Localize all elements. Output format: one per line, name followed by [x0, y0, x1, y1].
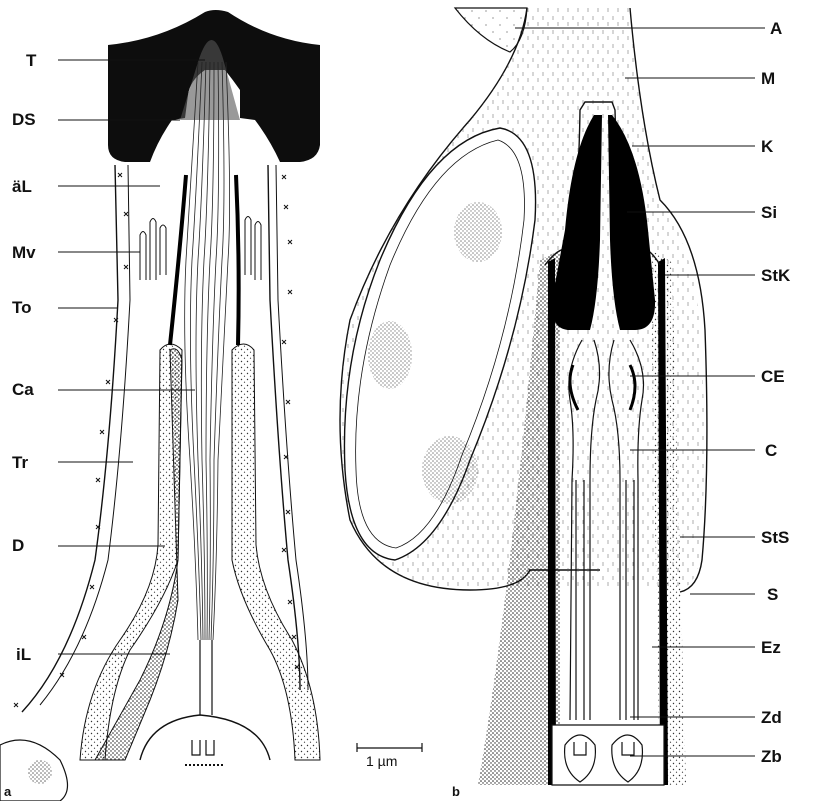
- label-A: A: [770, 20, 782, 37]
- panel-letter-a: a: [4, 785, 11, 798]
- label-StK: StK: [761, 267, 790, 284]
- label-Zd: Zd: [761, 709, 782, 726]
- label-S: S: [767, 586, 778, 603]
- scale-bar-label: 1 µm: [366, 754, 397, 768]
- label-M: M: [761, 70, 775, 87]
- label-Mv: Mv: [12, 244, 36, 261]
- panel-a-drawing: [0, 10, 320, 801]
- label-Ca: Ca: [12, 381, 34, 398]
- label-C: C: [765, 442, 777, 459]
- left-black-wall: [548, 258, 556, 785]
- panel-letter-b: b: [452, 785, 460, 798]
- basal-region: [552, 725, 664, 785]
- neuron-body: [140, 715, 270, 760]
- outer-left-line: [22, 165, 118, 712]
- label-StS: StS: [761, 529, 789, 546]
- label-aeL: äL: [12, 178, 32, 195]
- label-Si: Si: [761, 204, 777, 221]
- label-CE: CE: [761, 368, 785, 385]
- cuticle-left: [170, 175, 186, 345]
- panel-b-drawing: [340, 8, 707, 785]
- label-K: K: [761, 138, 773, 155]
- ciliary-root: [192, 740, 214, 755]
- microvilli: [140, 217, 261, 281]
- label-iL: iL: [16, 646, 31, 663]
- label-Zb: Zb: [761, 748, 782, 765]
- label-Tr: Tr: [12, 454, 28, 471]
- label-Ez: Ez: [761, 639, 781, 656]
- label-T: T: [26, 52, 36, 69]
- label-DS: DS: [12, 111, 36, 128]
- label-D: D: [12, 537, 24, 554]
- label-To: To: [12, 299, 32, 316]
- cuticle-right: [236, 175, 239, 345]
- scale-bar: [357, 743, 422, 752]
- dendrite-fibres: [185, 62, 230, 640]
